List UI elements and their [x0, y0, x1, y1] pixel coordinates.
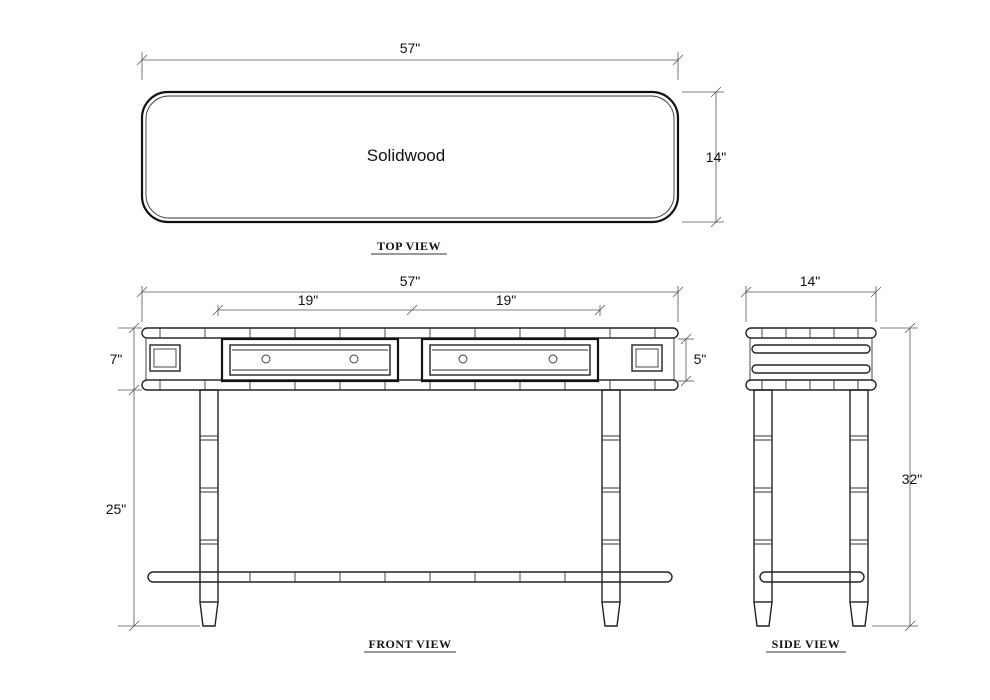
front-right-panel: [631, 344, 663, 372]
front-view-title: FRONT VIEW: [369, 637, 452, 651]
front-apron: [145, 337, 675, 381]
side-height-dimension: 32": [872, 322, 923, 632]
drawer-right-dimension: 19": [412, 292, 606, 316]
side-stretcher: [759, 571, 865, 583]
drawer-right-knob-2[interactable]: [548, 354, 558, 364]
drawer-height-dimension: 5": [678, 333, 707, 387]
front-rail-nodes: [159, 328, 656, 390]
top-view: 57" Solidwood 14" TOP VIEW: [136, 40, 727, 255]
side-left-leg: [753, 389, 773, 627]
side-apron-rod-2: [751, 364, 871, 374]
drawer-right[interactable]: [420, 337, 600, 383]
drawer-left-label: 19": [298, 292, 319, 308]
front-left-leg: [199, 389, 219, 627]
front-left-panel: [149, 344, 181, 372]
apron-height-dimension: 7": [110, 322, 142, 396]
drawer-left-front[interactable]: [220, 337, 400, 383]
side-depth-dimension: 14": [740, 273, 882, 322]
front-width-dimension: 57": [136, 273, 684, 322]
top-view-title: TOP VIEW: [377, 239, 441, 253]
drawer-left[interactable]: [220, 337, 400, 383]
top-width-dimension: 57": [136, 40, 684, 80]
drawer-left-dimension: 19": [212, 292, 418, 316]
front-top-rail: [141, 327, 679, 339]
drawer-right-frame: [429, 344, 591, 376]
tabletop-outline: [140, 90, 680, 224]
side-top-rail: [745, 327, 877, 339]
top-depth-dimension: 14": [682, 86, 727, 228]
leg-height-dimension: 25": [106, 390, 200, 632]
top-width-label: 57": [400, 40, 421, 56]
drawer-left-knob-2[interactable]: [349, 354, 359, 364]
drawer-left-frame: [229, 344, 391, 376]
side-bottom-rail: [745, 379, 877, 391]
side-height-label: 32": [902, 471, 923, 487]
side-view-title: SIDE VIEW: [772, 637, 841, 651]
side-depth-label: 14": [800, 273, 821, 289]
leg-height-label: 25": [106, 501, 127, 517]
front-right-leg: [601, 389, 621, 627]
front-view: 57" 19" 19": [106, 273, 707, 653]
side-right-leg: [849, 389, 869, 627]
side-apron-rod-1: [751, 344, 871, 354]
top-depth-label: 14": [706, 149, 727, 165]
drawer-height-label: 5": [694, 351, 707, 367]
tabletop-inner-outline: [145, 95, 675, 219]
side-bottom-rail-nodes: [761, 380, 859, 390]
front-width-label: 57": [400, 273, 421, 289]
apron-height-label: 7": [110, 351, 123, 367]
drawer-right-label: 19": [496, 292, 517, 308]
drawer-right-knob-1[interactable]: [458, 354, 468, 364]
side-rail-nodes: [761, 328, 859, 338]
side-view: 14": [740, 273, 923, 653]
drawer-left-knob-1[interactable]: [261, 354, 271, 364]
front-stretcher: [147, 571, 673, 583]
material-label: Solidwood: [367, 146, 445, 165]
drawer-right-front[interactable]: [420, 337, 600, 383]
